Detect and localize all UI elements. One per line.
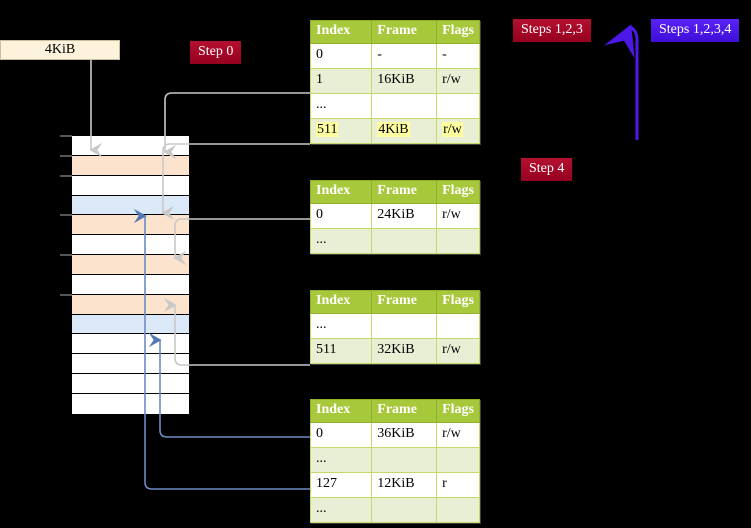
cell-index: 0 (309, 421, 373, 448)
cell-flags: - (436, 42, 480, 69)
cell-frame (371, 227, 438, 254)
cell-frame (371, 496, 438, 523)
cell-flags (436, 312, 480, 339)
memory-frame-row (72, 235, 189, 256)
cell-index: ... (309, 496, 373, 523)
memory-tick (60, 214, 72, 217)
cell-index: ... (309, 312, 373, 339)
memory-frame-row (72, 215, 189, 236)
wire-l0r511-to-memory (161, 143, 310, 221)
highlighted-value: r/w (442, 122, 463, 138)
wire-steps-arrow (604, 24, 639, 140)
cell-flags: r/w (436, 337, 480, 364)
cell-flags (436, 446, 480, 473)
cell-frame: 24KiB (371, 202, 438, 229)
table-row: 511 4KiB r/w (309, 117, 480, 144)
wire-l2r511-to-memory (163, 297, 310, 366)
cell-flags (436, 496, 480, 523)
column-header-frame: Frame (371, 290, 438, 314)
memory-tick (60, 254, 72, 257)
badge-step-0: Step 0 (190, 41, 242, 64)
cell-flags (436, 227, 480, 254)
memory-tick (60, 135, 72, 137)
badge-step-4: Step 4 (521, 158, 573, 181)
size-box-label: 4KiB (44, 42, 76, 57)
cell-index: 127 (309, 471, 373, 498)
table-row: ... (309, 446, 480, 473)
badge-steps-123-label: Steps 1,2,3 (521, 22, 583, 37)
column-header-frame: Frame (371, 180, 438, 204)
cell-flags: r/w (436, 67, 480, 94)
cell-flags: r/w (436, 202, 480, 229)
memory-frame-row (72, 255, 189, 275)
memory-frame-row (72, 274, 189, 295)
wire-l0r1-to-memory (163, 92, 310, 160)
memory-tick (60, 293, 72, 296)
column-header-flags: Flags (436, 399, 480, 423)
table-row: ... (309, 312, 480, 339)
badge-step-4-label: Step 4 (529, 161, 565, 176)
cell-flags: r/w (436, 421, 480, 448)
cell-frame: 16KiB (371, 67, 438, 94)
column-header-flags: Flags (436, 290, 480, 314)
column-header-frame: Frame (371, 399, 438, 423)
memory-frame-row (72, 195, 189, 216)
column-header-index: Index (309, 399, 373, 423)
wire-l3r127-to-memory (133, 208, 310, 490)
memory-frame-row (72, 314, 189, 335)
cell-flags: r/w (436, 117, 480, 144)
cell-frame: - (371, 42, 438, 69)
column-header-flags: Flags (436, 20, 480, 44)
cell-index: 0 (309, 202, 373, 229)
memory-frame-row (72, 155, 189, 176)
highlighted-value: 511 (316, 122, 339, 138)
memory-frame-row (72, 294, 189, 315)
wire-l1r0-to-memory (173, 218, 310, 266)
cell-index: 511 (309, 337, 373, 364)
cell-index: ... (309, 227, 373, 254)
cell-flags (436, 92, 480, 119)
memory-tick (60, 154, 72, 157)
size-box-4kib: 4KiB (0, 40, 120, 60)
cell-frame: 4KiB (371, 117, 438, 144)
badge-step-0-label: Step 0 (198, 44, 234, 59)
badge-steps-1234-label: Steps 1,2,3,4 (659, 22, 732, 37)
table-row: 0-- (309, 42, 480, 69)
cell-frame (371, 446, 438, 473)
badge-steps-123: Steps 1,2,3 (513, 19, 591, 42)
cell-index: 0 (309, 42, 373, 69)
column-header-frame: Frame (371, 20, 438, 44)
highlighted-value: 4KiB (377, 122, 410, 138)
cell-frame (371, 312, 438, 339)
badge-steps-1234: Steps 1,2,3,4 (651, 19, 740, 42)
table-row: ... (309, 227, 480, 254)
memory-frame-row (72, 175, 189, 196)
cell-index: 511 (309, 117, 373, 144)
table-row: ... (309, 496, 480, 523)
memory-tick (60, 174, 72, 177)
cell-index: ... (309, 92, 373, 119)
wire-l3r0-to-memory (148, 332, 310, 438)
cell-frame: 32KiB (371, 337, 438, 364)
cell-frame: 36KiB (371, 421, 438, 448)
